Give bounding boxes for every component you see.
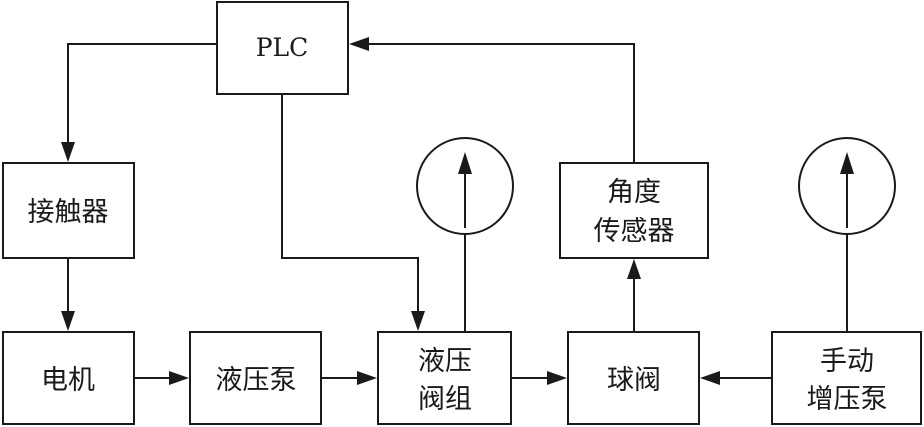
- connection-angle-sensor-to-plc: [349, 37, 635, 163]
- arrow-left-icon: [700, 371, 720, 385]
- node-contactor: 接触器: [2, 162, 135, 259]
- node-angle-sensor: 角度 传感器: [559, 162, 709, 259]
- plc-label: PLC: [256, 33, 309, 62]
- gauge-needle-arrow-icon: [458, 152, 472, 174]
- manual-booster-pump-line1: 手动: [820, 346, 874, 377]
- pressure-gauge-manual-pump: [798, 137, 896, 332]
- gauge-needle-arrow-icon: [840, 152, 854, 174]
- arrow-down-icon: [61, 311, 75, 331]
- ball-valve-label: 球阀: [607, 365, 661, 396]
- motor-label: 电机: [41, 365, 95, 396]
- connection-pump-to-valve-group: [321, 371, 377, 385]
- contactor-label: 接触器: [28, 197, 109, 228]
- arrow-right-icon: [547, 371, 567, 385]
- connection-ball-valve-to-angle-sensor: [627, 259, 641, 332]
- arrow-right-icon: [169, 371, 189, 385]
- angle-sensor-line1: 角度: [607, 177, 661, 208]
- node-manual-booster-pump: 手动 增压泵: [771, 331, 922, 425]
- manual-booster-pump-line2: 增压泵: [807, 384, 888, 415]
- connection-contactor-to-motor: [61, 258, 75, 331]
- node-hydraulic-pump: 液压泵: [189, 331, 322, 425]
- hydraulic-pump-label: 液压泵: [216, 365, 297, 396]
- node-ball-valve: 球阀: [567, 331, 700, 425]
- pressure-gauge-valve-group: [416, 137, 514, 332]
- angle-sensor-line2: 传感器: [594, 216, 675, 247]
- node-plc: PLC: [216, 1, 349, 95]
- node-motor: 电机: [2, 331, 135, 425]
- connection-motor-to-pump: [134, 371, 189, 385]
- node-hydraulic-valve-group: 液压 阀组: [377, 331, 512, 425]
- arrow-down-icon: [61, 142, 75, 162]
- arrow-right-icon: [357, 371, 377, 385]
- connection-manual-pump-to-ball-valve: [700, 371, 772, 385]
- hydraulic-valve-group-line1: 液压: [418, 346, 472, 377]
- connection-plc-to-contactor: [61, 43, 217, 162]
- hydraulic-valve-group-line2: 阀组: [418, 384, 472, 415]
- connection-plc-to-valve-group: [281, 94, 425, 331]
- arrow-down-icon: [411, 311, 425, 331]
- arrow-left-icon: [349, 37, 369, 51]
- connection-valve-group-to-ball-valve: [511, 371, 567, 385]
- arrow-up-icon: [627, 259, 641, 279]
